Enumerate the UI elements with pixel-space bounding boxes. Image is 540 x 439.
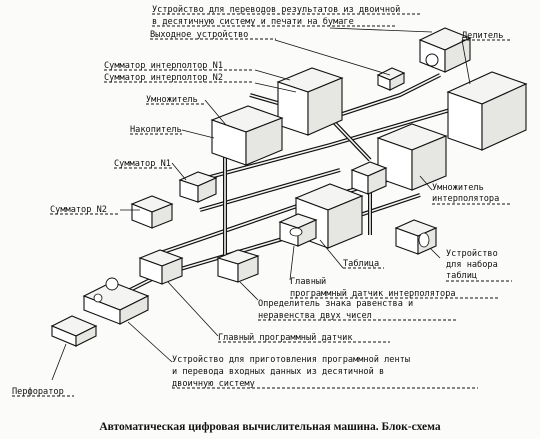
label-output-device: Выходное устройство bbox=[150, 30, 248, 40]
right-center-block bbox=[376, 123, 448, 191]
table-set-device-block bbox=[394, 219, 438, 255]
adder-1-block bbox=[178, 171, 218, 203]
label-table-set-device-1: Устройство bbox=[446, 249, 498, 259]
label-interp-adder-1: Сумматор интерполтор N1 bbox=[104, 61, 223, 71]
labels: Устройство для переводов результатов из … bbox=[12, 5, 512, 433]
label-interp-multiplier-2: интерполятора bbox=[432, 194, 499, 204]
label-main-interp-sensor-1: Главный bbox=[290, 277, 326, 287]
label-accumulator: Накопитель bbox=[130, 125, 182, 135]
center-small-block bbox=[350, 161, 388, 195]
divider-block bbox=[446, 71, 528, 151]
bus-lines bbox=[129, 73, 451, 292]
diagram-caption: Автоматическая цифровая вычислительная м… bbox=[99, 421, 441, 433]
label-divider: Делитель bbox=[462, 31, 503, 41]
equality-detector-block bbox=[216, 249, 260, 283]
label-multiplier: Умножитель bbox=[146, 95, 198, 105]
perforator-block bbox=[50, 315, 98, 347]
multiplier-block bbox=[210, 105, 284, 166]
output-device-block bbox=[376, 67, 406, 91]
label-table-set-device-3: таблиц bbox=[446, 270, 477, 281]
label-interp-multiplier-1: Умножитель bbox=[432, 183, 484, 193]
table-block bbox=[294, 183, 364, 249]
label-adder-2: Сумматор N2 bbox=[50, 205, 107, 215]
label-table-set-device-2: для набора bbox=[446, 259, 498, 270]
label-perforator: Перфоратор bbox=[12, 387, 64, 397]
label-tape-device-3: двоичную систему bbox=[172, 379, 255, 389]
interp-sensor-block bbox=[278, 213, 318, 247]
label-main-program-sensor: Главный программный датчик bbox=[218, 333, 353, 343]
leader-lines bbox=[51, 27, 471, 381]
label-equality-detector-1: Определитель знака равенства и bbox=[258, 299, 413, 309]
label-interp-adder-2: Сумматор интерполтор N2 bbox=[104, 73, 223, 83]
label-equality-detector-2: неравенства двух чисел bbox=[258, 311, 372, 321]
adder-2-block bbox=[130, 195, 174, 229]
label-printer-device-1: Устройство для переводов результатов из … bbox=[152, 5, 400, 15]
label-main-interp-sensor-2: программный датчик интерполятора bbox=[290, 289, 456, 299]
label-adder-1: Сумматор N1 bbox=[114, 159, 171, 169]
printer-device-block bbox=[418, 27, 472, 73]
tape-device-block bbox=[82, 277, 150, 325]
main-program-sensor-block bbox=[138, 249, 184, 285]
label-printer-device-2: в десятичную систему и печати на бумаге bbox=[152, 16, 354, 27]
interp-adder-block bbox=[276, 67, 344, 136]
label-tape-device-2: и перевода входных данных из десятичной … bbox=[172, 367, 384, 377]
label-table: Таблица bbox=[343, 258, 379, 269]
label-tape-device-1: Устройство для приготовления программной… bbox=[172, 355, 410, 365]
